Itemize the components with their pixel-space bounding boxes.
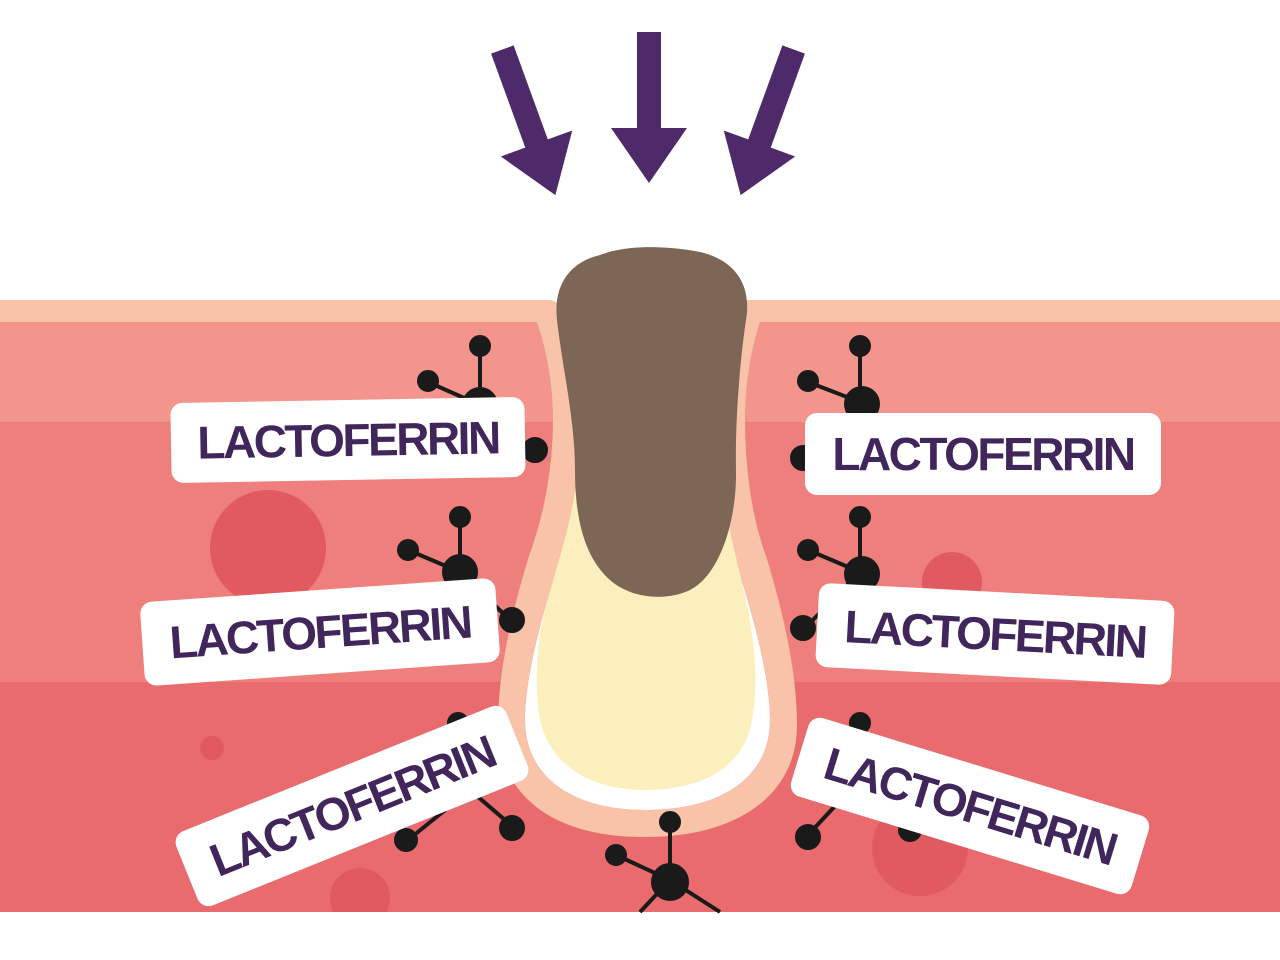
skin-spot (330, 868, 390, 912)
label-right-middle: LACTOFERRIN (815, 583, 1175, 685)
pore-lining-edge (497, 307, 798, 838)
molecule (605, 811, 722, 914)
arrow-down-right-icon (491, 45, 573, 196)
label-left-middle: LACTOFERRIN (140, 578, 500, 686)
label-left-top-text: LACTOFERRIN (197, 411, 499, 468)
blackhead-plug (556, 247, 748, 597)
molecule (790, 335, 880, 471)
molecule (790, 506, 880, 641)
label-right-top: LACTOFERRIN (805, 413, 1161, 495)
arrow-down-left-icon (723, 45, 805, 196)
label-right-top-text: LACTOFERRIN (832, 428, 1134, 480)
arrow-down-icon (611, 32, 687, 183)
skin-spot (200, 736, 224, 760)
skin-spot (210, 490, 326, 606)
molecule (397, 506, 525, 633)
label-left-top: LACTOFERRIN (170, 397, 526, 483)
pressure-arrows (491, 32, 805, 196)
